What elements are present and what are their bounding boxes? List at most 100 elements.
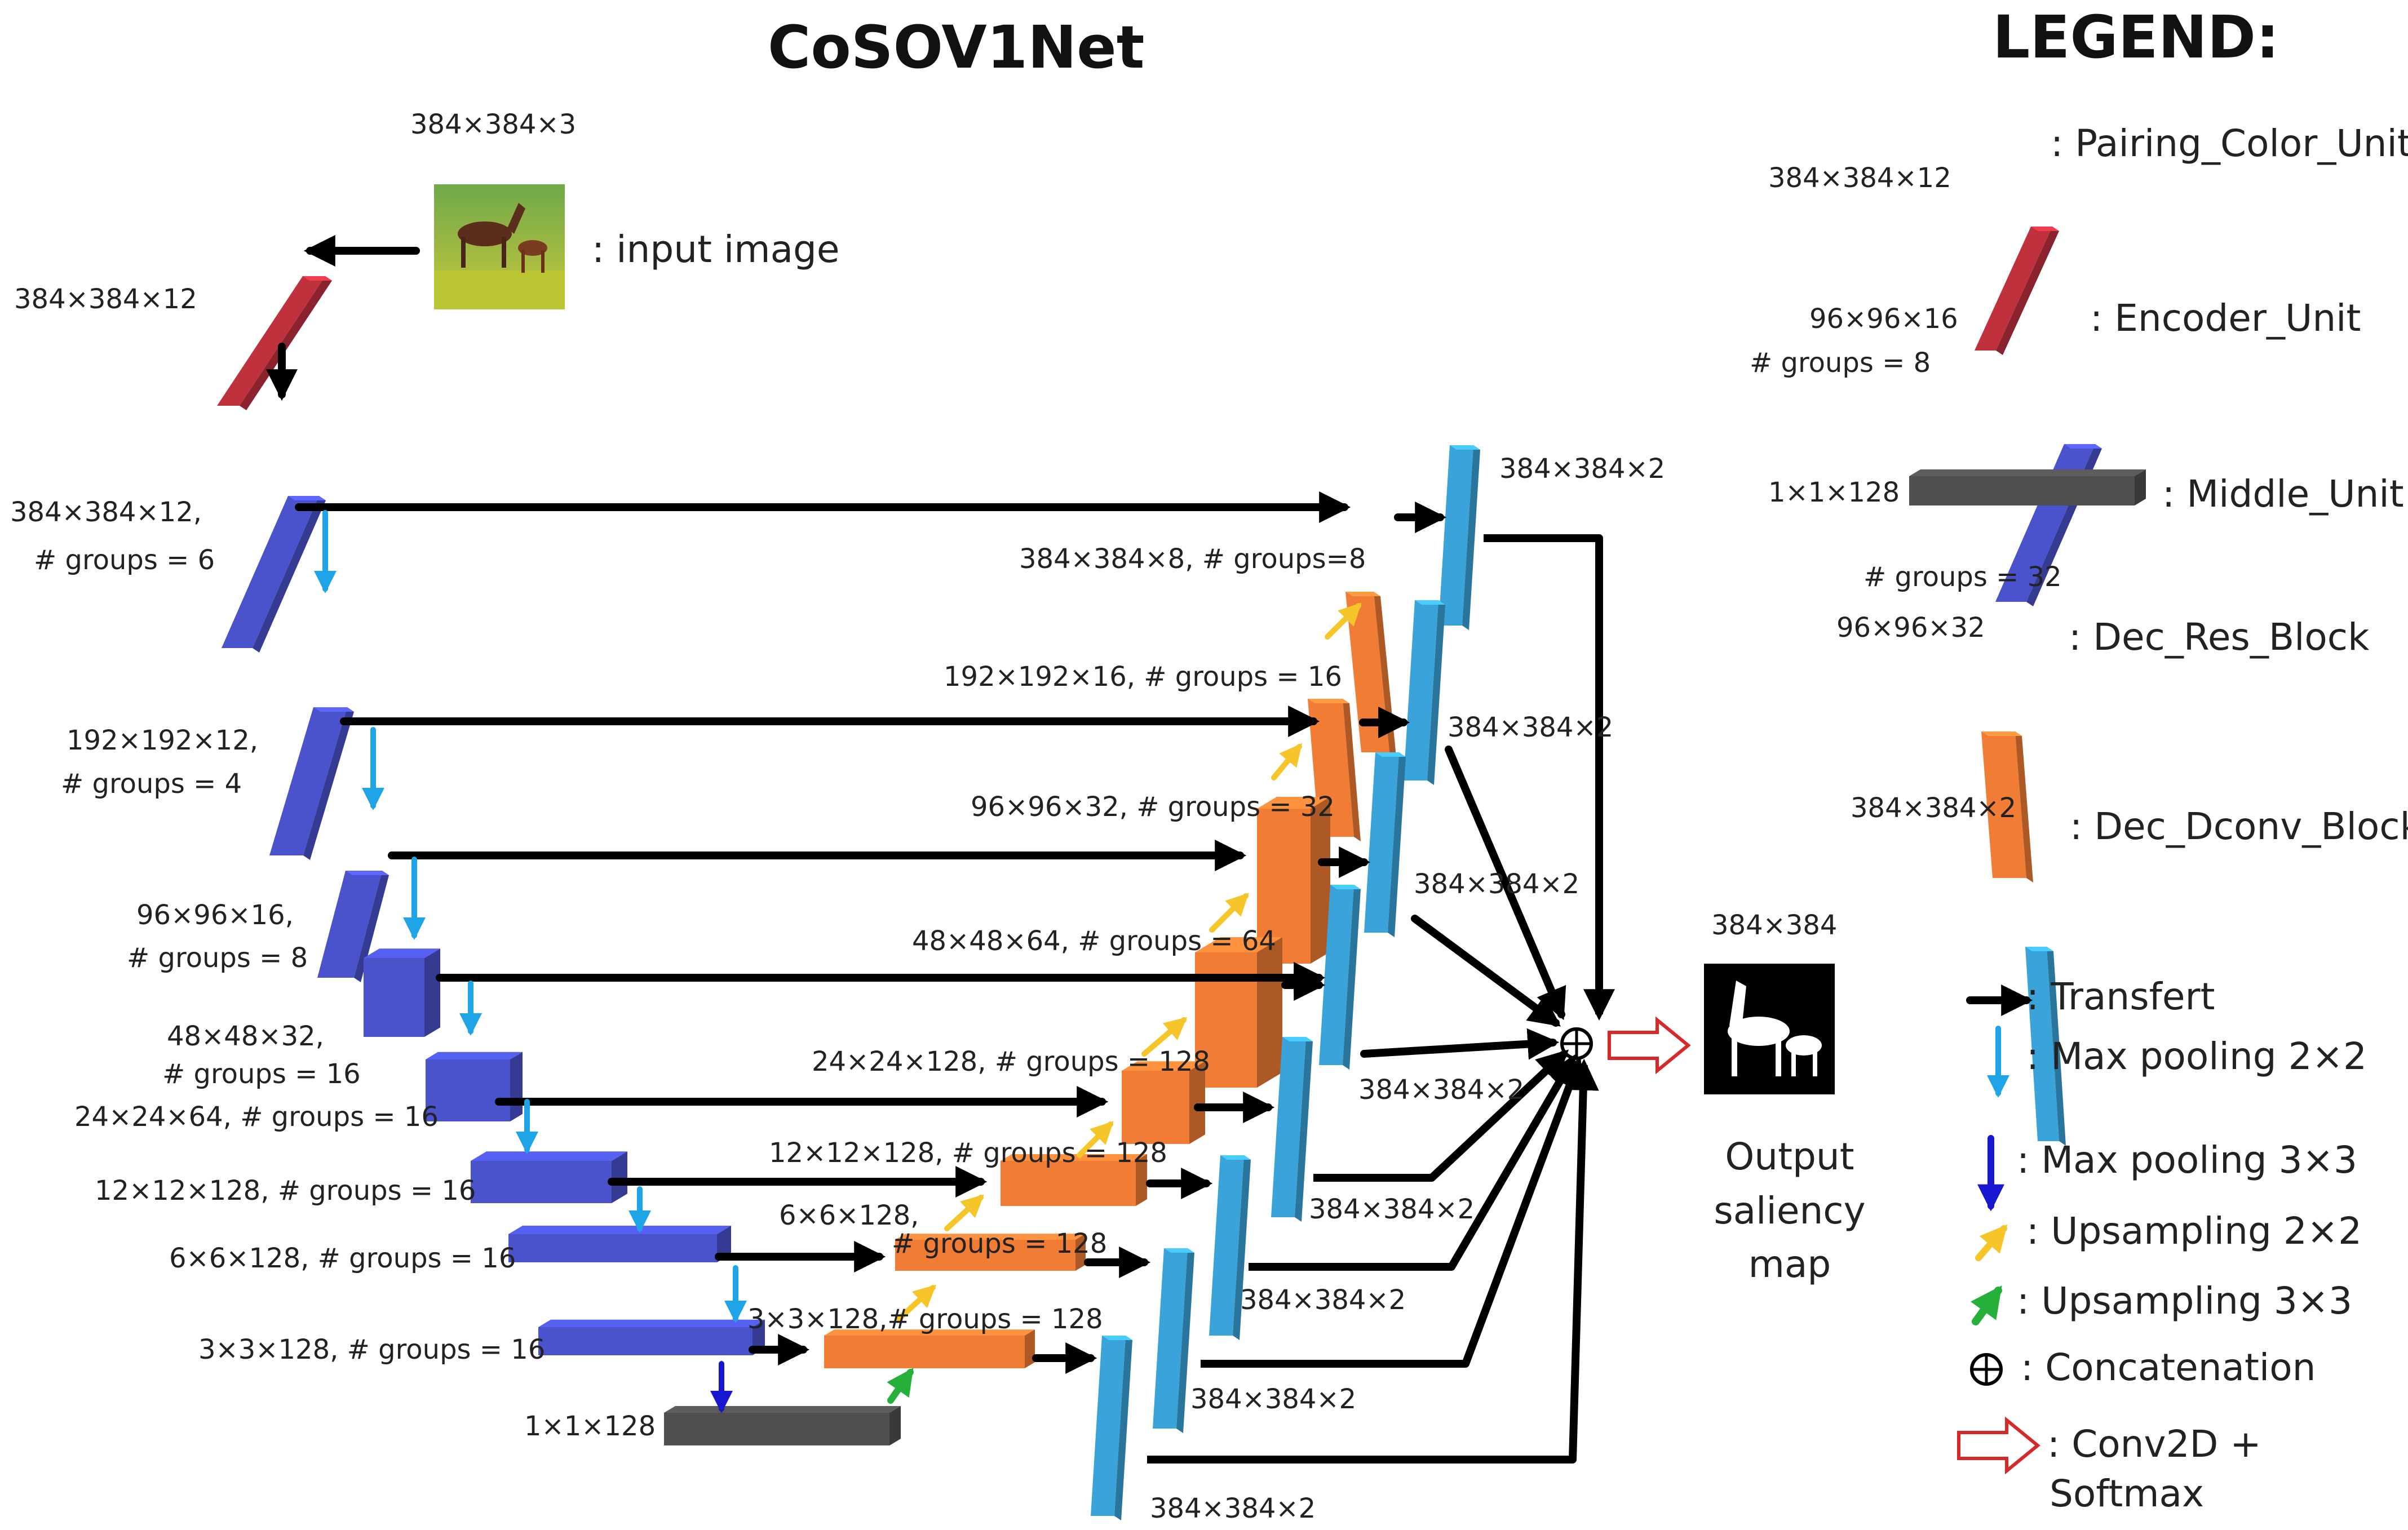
encoder-4-groups-label: # groups = 16: [162, 1058, 361, 1090]
upsample2-arrow-5: [1077, 1121, 1114, 1158]
dec-dconv-block-3: [1364, 752, 1406, 937]
legend-encoder-label: : Encoder_Unit: [2090, 296, 2361, 340]
legend-dec-res-size: 96×96×32: [1836, 612, 1985, 644]
legend-conv-label-line1: : Conv2D +: [2047, 1422, 2261, 1466]
encoder-unit-7: [508, 1226, 731, 1262]
dconv-3-label: 384×384×2: [1414, 868, 1580, 900]
middle-unit: [664, 1406, 901, 1445]
dec-res-block-1: [1345, 592, 1396, 757]
concat-arrow-6: [1249, 1054, 1577, 1271]
encoder-5-label: 24×24×64, # groups = 16: [74, 1101, 439, 1133]
upsample2-arrow-2: [1271, 743, 1303, 780]
legend-maxpool2-label: : Max pooling 2×2: [2026, 1035, 2367, 1078]
upsample2-arrow-4: [1141, 1017, 1188, 1057]
dec-dconv-block-6: [1209, 1155, 1251, 1340]
input-image-icon: [434, 184, 565, 309]
dec-res-block-7: [895, 1234, 1086, 1271]
legend-encoder-groups: # groups = 8: [1750, 347, 1931, 379]
dconv-4-label: 384×384×2: [1358, 1074, 1525, 1106]
legend-transfert-label: : Transfert: [2026, 975, 2215, 1018]
dconv-1-label: 384×384×2: [1499, 453, 1666, 485]
legend-dconv-label: : Dec_Dconv_Block: [2070, 805, 2408, 848]
legend-pairing-label: : Pairing_Color_Unit: [2051, 122, 2408, 165]
upsample2-arrow-6: [944, 1194, 984, 1231]
dec-res-7-groups-label: # groups = 128: [892, 1228, 1108, 1260]
concatenation-icon: [1560, 1027, 1593, 1060]
legend-conv-softmax-arrow: [1957, 1416, 2040, 1475]
encoder-unit-2: [269, 707, 354, 860]
legend-middle-size: 1×1×128: [1768, 477, 1900, 508]
dec-res-5-label: 24×24×128, # groups = 128: [812, 1046, 1210, 1077]
concat-arrow-4: [1360, 1028, 1560, 1060]
legend-dconv-shape: [2025, 947, 2066, 1146]
legend-up3-arrow: [1971, 1285, 2002, 1325]
legend-up3-label: : Upsampling 3×3: [2017, 1279, 2353, 1323]
concat-arrow-7: [1201, 1056, 1584, 1368]
encoder-3-groups-label: # groups = 8: [127, 942, 308, 974]
encoder-4-size-label: 48×48×32,: [167, 1021, 324, 1052]
legend-up2-label: : Upsampling 2×2: [2026, 1209, 2362, 1253]
legend-middle-shape: [1909, 469, 2146, 505]
encoder-unit-4: [364, 948, 440, 1037]
encoder-unit-3: [317, 871, 389, 982]
encoder-unit-5: [426, 1052, 523, 1121]
pairing-size-label: 384×384×12: [14, 283, 197, 315]
concat-arrow-5: [1313, 1049, 1569, 1182]
encoder-3-size-label: 96×96×16,: [136, 899, 294, 931]
legend-up2-arrow: [1975, 1224, 2008, 1261]
legend-concat-label: : Concatenation: [2021, 1346, 2316, 1389]
legend-maxpool3-label: : Max pooling 3×3: [2017, 1138, 2357, 1182]
input-image-label: : input image: [592, 228, 840, 271]
encoder-7-label: 6×6×128, # groups = 16: [169, 1243, 516, 1274]
dec-res-block-6: [1001, 1154, 1147, 1206]
legend-title: LEGEND:: [1993, 3, 2279, 72]
legend-pairing-size: 384×384×12: [1768, 162, 1951, 194]
encoder-2-size-label: 192×192×12,: [67, 725, 259, 756]
legend-dec-res-label: : Dec_Res_Block: [2069, 615, 2370, 659]
legend-dec-res-groups: # groups = 32: [1863, 561, 2062, 593]
legend-middle-label: : Middle_Unit: [2162, 472, 2404, 516]
legend-encoder-size: 96×96×16: [1809, 303, 1958, 335]
output-caption-line3: map: [1748, 1243, 1831, 1287]
legend-concatenation-icon: [1970, 1353, 2003, 1386]
legend-conv-label-line2: Softmax: [2050, 1472, 2205, 1515]
conv-softmax-arrow-icon: [1608, 1016, 1691, 1075]
dec-res-block-5: [1122, 1061, 1205, 1144]
concat-arrow-3: [1411, 915, 1561, 1027]
legend-dconv-size: 384×384×2: [1851, 792, 2017, 824]
encoder-unit-8: [538, 1319, 765, 1355]
dec-dconv-block-2: [1404, 600, 1445, 785]
upsample2-arrow-3: [1209, 893, 1249, 933]
output-saliency-map-icon: [1704, 964, 1835, 1094]
output-size-label: 384×384: [1711, 910, 1838, 941]
concat-arrow-8: [1147, 1058, 1599, 1464]
dconv-8-label: 384×384×2: [1150, 1493, 1316, 1524]
encoder-unit-1: [222, 496, 326, 653]
encoder-2-groups-label: # groups = 4: [61, 768, 242, 800]
dec-res-4-label: 48×48×64, # groups = 64: [912, 925, 1276, 957]
concat-arrow-2: [1445, 746, 1566, 1021]
dec-res-6-label: 12×12×128, # groups = 128: [769, 1137, 1167, 1169]
output-caption: Output saliency map: [1697, 1130, 1883, 1292]
encoder-unit-6: [471, 1151, 627, 1203]
dec-res-3-label: 96×96×32, # groups = 32: [971, 791, 1335, 823]
concat-arrow-1: [1484, 534, 1615, 1021]
output-caption-line2: saliency: [1714, 1188, 1866, 1232]
dconv-5-label: 384×384×2: [1309, 1194, 1475, 1225]
upsample2-arrow-1: [1325, 602, 1362, 640]
diagram-title: CoSOV1Net: [768, 13, 1145, 82]
encoder-1-size-label: 384×384×12,: [10, 496, 202, 528]
dconv-6-label: 384×384×2: [1240, 1284, 1406, 1316]
encoder-6-label: 12×12×128, # groups = 16: [95, 1175, 476, 1207]
upsample2-arrow-7: [896, 1284, 936, 1321]
dconv-7-label: 384×384×2: [1190, 1383, 1357, 1415]
encoder-1-groups-label: # groups = 6: [34, 544, 215, 576]
dec-dconv-block-8: [1091, 1336, 1132, 1520]
dec-dconv-block-5: [1271, 1037, 1313, 1222]
dec-res-2-label: 192×192×16, # groups = 16: [944, 661, 1342, 693]
dec-dconv-block-7: [1153, 1248, 1194, 1433]
dec-res-1-label: 384×384×8, # groups=8: [1019, 543, 1366, 575]
dec-res-7-size-label: 6×6×128,: [779, 1200, 919, 1231]
